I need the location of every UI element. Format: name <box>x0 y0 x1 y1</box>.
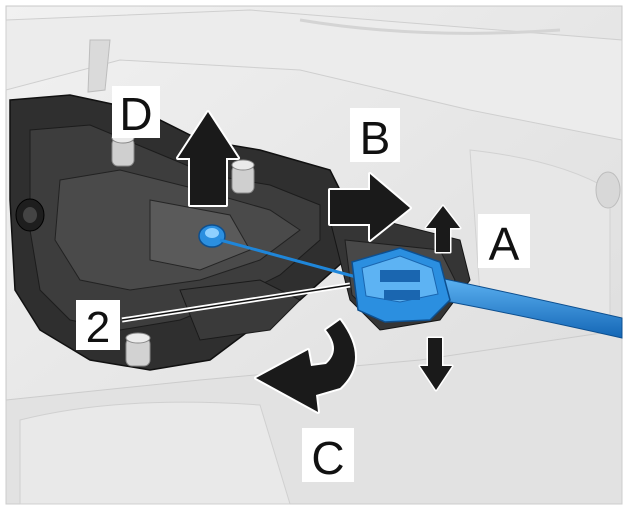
label-2-text: 2 <box>86 303 110 352</box>
outer-cable <box>439 277 623 339</box>
cable-retaining-clip <box>351 247 451 323</box>
label-b-text: B <box>360 112 391 164</box>
label-2: 2 <box>76 300 120 352</box>
label-2-leader <box>121 284 351 321</box>
label-d: D <box>112 86 160 140</box>
cable-end-fitting <box>198 224 226 248</box>
label-b: B <box>350 108 400 164</box>
label-c: C <box>302 428 354 484</box>
label-a-text: A <box>489 218 520 270</box>
arrow-b-right <box>328 172 412 242</box>
label-a: A <box>478 214 530 270</box>
arrow-a-up <box>424 204 462 254</box>
arrow-c-curved <box>254 318 357 414</box>
door-panel-background <box>5 9 623 505</box>
inner-cable-wire <box>219 238 361 280</box>
arrow-a-down <box>418 336 454 392</box>
label-c-text: C <box>311 432 344 484</box>
arrow-d-up <box>176 110 240 207</box>
label-d-text: D <box>119 88 152 140</box>
